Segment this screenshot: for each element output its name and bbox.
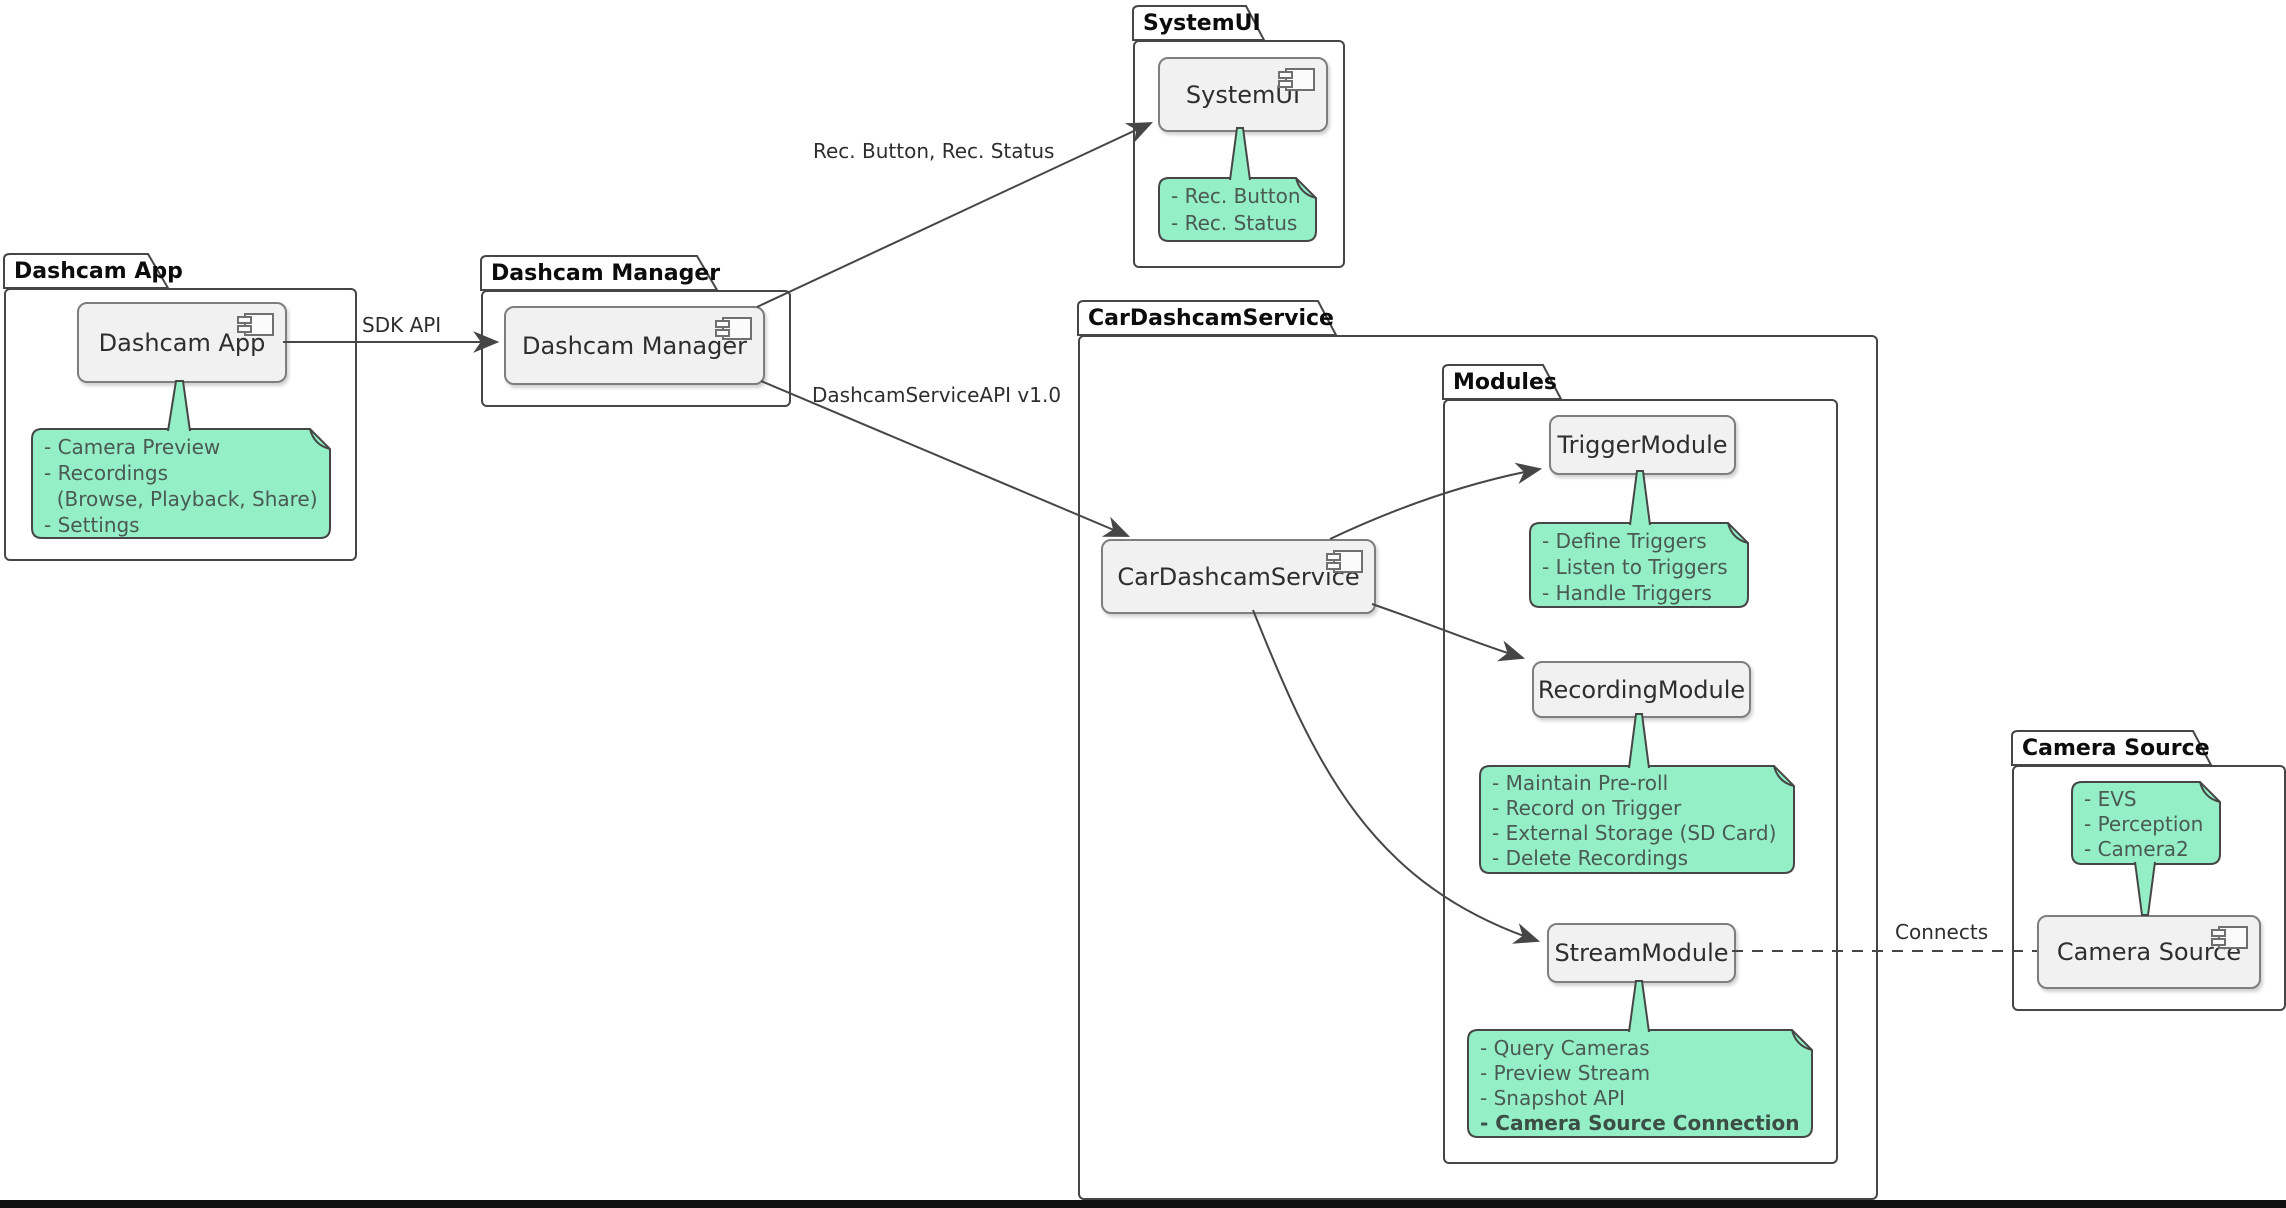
edge-label-connects: Connects — [1895, 920, 1989, 944]
note-line: - Recordings — [44, 461, 169, 485]
package-title-systemui: SystemUI — [1143, 10, 1261, 36]
component-recording-module: RecordingModule — [1532, 661, 1751, 718]
component-label: RecordingModule — [1537, 675, 1746, 704]
note-line: - Perception — [2084, 812, 2204, 836]
component-icon — [1278, 68, 1315, 91]
bottom-bar — [0, 1200, 2286, 1208]
component-dashcam-app: Dashcam App — [77, 302, 287, 383]
note-line: - Maintain Pre-roll — [1492, 771, 1669, 795]
component-label: Dashcam App — [98, 328, 266, 357]
component-trigger-module: TriggerModule — [1549, 415, 1736, 475]
component-icon — [237, 313, 274, 336]
note-line: - Snapshot API — [1480, 1086, 1626, 1110]
note-text-dashcam-app: - Camera Preview - Recordings (Browse, P… — [44, 434, 318, 538]
component-systemui: SystemUI — [1158, 57, 1328, 132]
note-line: - Delete Recordings — [1492, 846, 1689, 870]
component-label: Dashcam Manager — [521, 331, 747, 360]
note-line: - EVS — [2084, 787, 2137, 811]
note-text-stream-module: - Query Cameras - Preview Stream - Snaps… — [1480, 1036, 1800, 1136]
package-title-dashcam-app: Dashcam App — [14, 258, 183, 284]
note-line: - External Storage (SD Card) — [1492, 821, 1777, 845]
edge-label-sdk-api: SDK API — [362, 313, 442, 337]
component-stream-module: StreamModule — [1547, 923, 1736, 983]
edge-label-dashcam-service-api: DashcamServiceAPI v1.0 — [812, 383, 1062, 407]
package-title-camera-source: Camera Source — [2022, 735, 2210, 761]
package-title-dashcam-manager: Dashcam Manager — [491, 260, 721, 286]
note-text-recording-module: - Maintain Pre-roll - Record on Trigger … — [1492, 771, 1776, 871]
note-line: (Browse, Playback, Share) — [44, 487, 318, 511]
edge-label-rec-button-status: Rec. Button, Rec. Status — [813, 139, 1055, 163]
component-dashcam-manager: Dashcam Manager — [504, 306, 765, 385]
note-line: - Rec. Button — [1171, 184, 1301, 208]
note-line: - Listen to Triggers — [1542, 555, 1728, 579]
component-camera-source: Camera Source — [2037, 915, 2261, 989]
note-line: - Define Triggers — [1542, 529, 1707, 553]
package-title-car-dashcam-service: CarDashcamService — [1088, 305, 1334, 331]
component-icon — [715, 317, 752, 340]
note-line: - Preview Stream — [1480, 1061, 1651, 1085]
note-line: - Record on Trigger — [1492, 796, 1682, 820]
note-line: - Camera Preview — [44, 435, 221, 459]
note-line: - Camera Source Connection — [1480, 1111, 1800, 1135]
note-line: - Query Cameras — [1480, 1036, 1650, 1060]
note-text-trigger-module: - Define Triggers - Listen to Triggers -… — [1542, 528, 1728, 606]
note-line: - Rec. Status — [1171, 211, 1298, 235]
package-title-modules: Modules — [1453, 369, 1557, 395]
note-text-camera-source: - EVS - Perception - Camera2 — [2084, 787, 2203, 862]
note-line: - Handle Triggers — [1542, 581, 1712, 605]
component-icon — [2211, 926, 2248, 949]
component-label: CarDashcamService — [1117, 562, 1360, 591]
note-line: - Settings — [44, 513, 140, 537]
note-line: - Camera2 — [2084, 837, 2189, 861]
component-icon — [1326, 550, 1363, 573]
component-label: Camera Source — [2056, 938, 2242, 966]
component-label: StreamModule — [1554, 939, 1729, 967]
note-text-systemui: - Rec. Button - Rec. Status — [1171, 183, 1301, 237]
component-car-dashcam-service: CarDashcamService — [1101, 539, 1376, 614]
component-label: TriggerModule — [1557, 431, 1728, 459]
